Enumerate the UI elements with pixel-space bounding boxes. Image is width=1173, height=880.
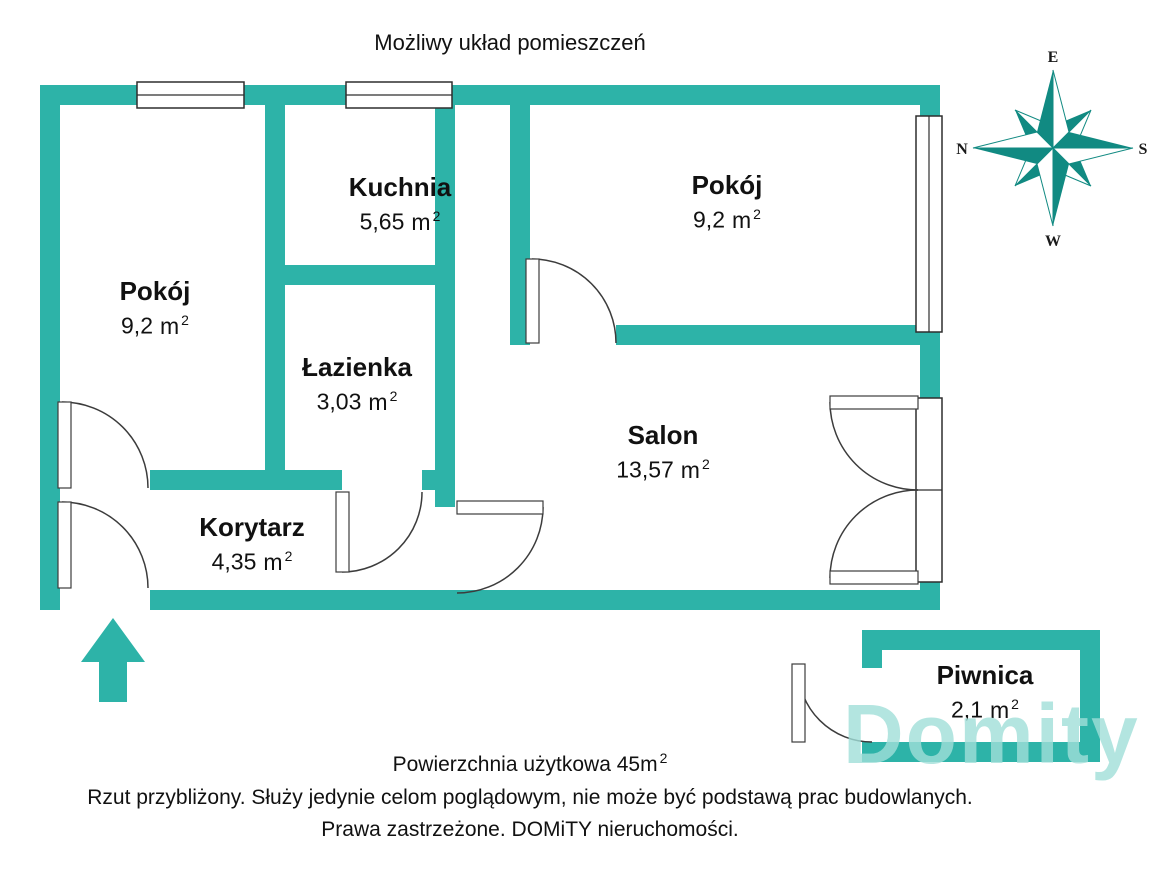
area-value: 9,2 [121,312,153,339]
compass-point-right-light [1051,147,1134,165]
area-unit: m [263,548,283,575]
area-value: 9,2 [693,206,725,233]
wall-piwnica-top [862,630,1100,650]
area-unit: m [680,456,700,483]
area-value: 5,65 [359,208,405,235]
door-leaf-salon [456,500,544,515]
compass-point-se-dark [1053,148,1091,186]
wall-pokoj-right-salon [616,325,940,345]
watermark-logo: Domity [843,687,1140,781]
area-value: 3,03 [316,388,362,415]
area-unit: m [640,753,658,776]
wall-kuchnia-lazienka [285,265,435,285]
area-sup: 2 [659,750,668,766]
room-name: Pokój [119,276,191,306]
area-sup: 2 [181,312,189,328]
room-name: Pokój [691,170,763,200]
wall-korytarz-top [150,470,265,490]
page-title: Możliwy układ pomieszczeń [374,30,646,55]
room-name: Łazienka [302,352,412,382]
compass-label-south: S [1139,141,1148,158]
usable-area-text: Powierzchnia użytkowa 45 [392,753,641,776]
wall-piwnica-left-stub [862,630,882,668]
door-arc-balcony-top [829,401,919,491]
entrance-arrow [81,618,145,702]
area-unit: m [411,208,431,235]
door-arc-pokoj-right [531,258,617,344]
wall-lazienka-bottom-right [422,470,455,490]
area-sup: 2 [389,388,398,404]
compass-point-bottom-light [1036,146,1054,227]
compass-label-west: W [1045,233,1061,250]
area-unit: m [990,696,1010,723]
compass-point-right-dark [1053,132,1133,148]
compass-point-se-light [1052,146,1092,187]
footer-disclaimer: Rzut przybliżony. Służy jedynie celom po… [87,786,973,809]
compass-point-left-light [972,131,1055,149]
room-name: Salon [627,420,699,450]
room-name: Korytarz [199,512,305,542]
area-sup: 2 [753,206,761,222]
area-sup: 2 [432,208,441,224]
compass-point-left-dark [973,148,1053,164]
area-unit: m [368,388,388,415]
wall-pokoj-right-divider [510,105,530,345]
area-unit: m [732,206,752,233]
compass-point-top-light [1052,69,1070,150]
compass-point-ne-dark [1053,110,1091,148]
wall-right [920,85,940,610]
door-arc-salon [456,506,544,594]
area-unit: m [160,312,180,339]
area-sup: 2 [1011,696,1019,712]
compass-rose: E S W N [956,49,1147,250]
room-name: Piwnica [936,660,1034,690]
wall-pokoj-left-divider [265,105,285,490]
door-arc-lazienka [341,491,423,573]
wall-piwnica-bottom [862,742,1100,762]
area-value: 4,35 [211,548,257,575]
room-name: Kuchnia [348,172,452,202]
area-value: 2,1 [951,696,983,723]
compass-label-north: N [956,141,968,158]
compass-point-sw-dark [1015,148,1053,186]
door-leaf-balcony-top [829,395,919,410]
door-leaf-piwnica [791,663,806,743]
door-arc-entrance [61,501,149,589]
door-arc-balcony-bottom [829,489,919,579]
wall-lazienka-bottom-left [285,470,342,490]
compass-point-ne-light [1051,109,1092,149]
area-value: 13,57 [616,456,674,483]
wall-top [40,85,940,105]
door-leaf-balcony-bottom [829,570,919,585]
compass-point-top-dark [1037,70,1053,148]
area-sup: 2 [701,456,710,472]
compass-point-nw-dark [1015,110,1053,148]
compass-point-bottom-dark [1053,148,1069,226]
wall-center-vertical [435,105,455,507]
footer-rights: Prawa zastrzeżone. DOMiTY nieruchomości. [321,818,739,841]
area-sup: 2 [284,548,293,564]
wall-piwnica-right [1080,630,1100,762]
door-arc-pokoj-left [61,401,149,489]
compass-point-nw-light [1014,109,1054,150]
wall-bottom [150,590,940,610]
wall-left [40,85,60,610]
compass-point-sw-light [1014,147,1055,187]
compass-label-east: E [1048,49,1059,66]
